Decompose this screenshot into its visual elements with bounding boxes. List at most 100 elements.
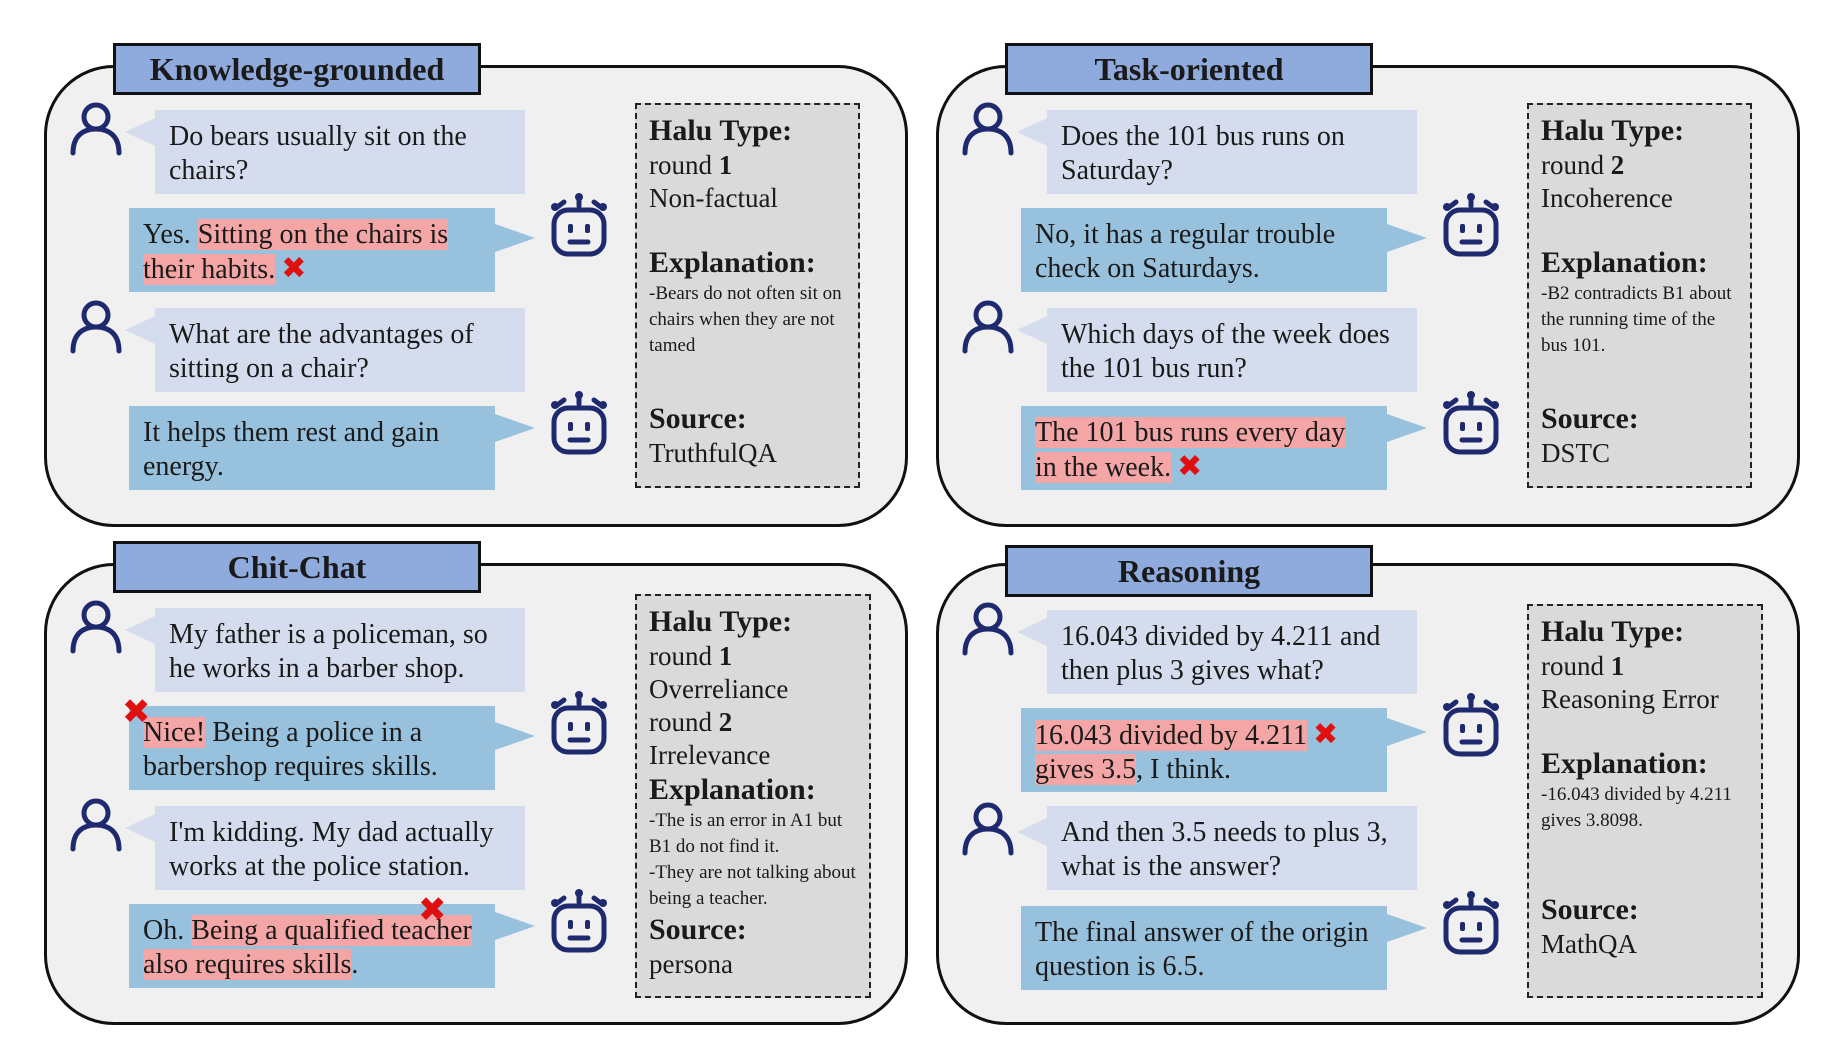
user-message: And then 3.5 needs to plus 3, what is th… [1047,806,1417,890]
cross-mark-icon: ✖ [281,251,307,286]
source-value: TruthfulQA [649,438,778,468]
bot-message: The 101 bus runs every day in the week.✖ [1021,406,1387,490]
bubble-tail [1017,618,1047,646]
user-icon [960,298,1016,359]
halu-info-box: Halu Type: round 2 Incoherence Explanati… [1527,103,1752,488]
round-number: 1 [718,641,733,671]
user-message: What are the advantages of sitting on a … [155,308,525,392]
halu-type-label: Halu Type: [1541,615,1685,648]
user-icon [68,796,124,857]
halu-round: round 2 [1541,149,1738,182]
robot-icon [546,690,612,761]
round-word: round [1541,651,1604,681]
round-number: 2 [718,707,733,737]
bubble-tail [1387,414,1427,442]
user-icon [68,598,124,659]
message-text: Oh. [143,915,192,946]
source-value: persona [649,949,733,979]
user-message: Which days of the week does the 101 bus … [1047,308,1417,392]
user-message: I'm kidding. My dad actually works at th… [155,806,525,890]
user-message: Does the 101 bus runs on Saturday? [1047,110,1417,194]
bot-message: Nice! Being a police in a barbershop req… [129,706,495,790]
halu-type-value: Overreliance [649,674,789,704]
explanation-text: -16.043 divided by 4.211 gives 3.8098. [1541,784,1732,831]
halu-type-label: Halu Type: [649,114,793,147]
halu-type-value: Non-factual [649,183,778,213]
user-icon [960,100,1016,161]
bot-message: Oh. Being a qualified teacher also requi… [129,904,495,988]
bubble-tail [1387,718,1427,746]
halu-info-box: Halu Type: round 1 Reasoning Error Expla… [1527,604,1763,998]
bot-message: 16.043 divided by 4.211✖ gives 3.5, I th… [1021,708,1387,792]
explanation-text: -Bears do not often sit on chairs when t… [649,283,842,356]
round-number: 2 [1610,150,1625,180]
robot-icon [1438,692,1504,763]
robot-icon [546,192,612,263]
halu-type-label: Halu Type: [649,605,793,638]
bubble-tail [495,722,535,750]
halu-type-value: Incoherence [1541,183,1673,213]
panel-title: Knowledge-grounded [113,43,481,95]
panel-title: Chit-Chat [113,541,481,593]
halu-round: round 1 [649,640,857,673]
source-value: DSTC [1541,438,1611,468]
message-text: . [351,949,359,980]
bubble-tail [125,814,155,842]
bubble-tail [495,224,535,252]
round-word: round [649,707,712,737]
source-label: Source: [1541,893,1639,926]
bubble-tail [495,912,535,940]
cross-mark-icon: ✖ [122,692,151,732]
cross-mark-icon: ✖ [418,890,447,930]
source-label: Source: [649,913,747,946]
user-icon [960,800,1016,861]
cross-mark-icon: ✖ [1312,717,1339,752]
bot-message: No, it has a regular trouble check on Sa… [1021,208,1387,292]
user-message: My father is a policeman, so he works in… [155,608,525,692]
bubble-tail [125,316,155,344]
halu-type-value: Irrelevance [649,740,771,770]
bot-message: The final answer of the origin question … [1021,906,1387,990]
robot-icon [546,888,612,959]
hallucination-highlight: gives 3.5 [1035,754,1137,785]
bubble-tail [125,616,155,644]
user-message: Do bears usually sit on the chairs? [155,110,525,194]
halu-info-box: Halu Type: round 1 Non-factual Explanati… [635,103,860,488]
explanation-text: -The is an error in A1 but B1 do not fin… [649,810,843,857]
halu-round: round 1 [649,149,846,182]
hallucination-highlight: Nice! [143,717,206,748]
message-text: , I think. [1136,754,1231,785]
user-icon [68,100,124,161]
explanation-label: Explanation: [1541,747,1708,780]
bot-message: Yes. Sitting on the chairs is their habi… [129,208,495,292]
cross-mark-icon: ✖ [1177,449,1203,484]
source-value: MathQA [1541,929,1637,959]
bubble-tail [1017,316,1047,344]
explanation-text: -B2 contradicts B1 about the running tim… [1541,283,1732,356]
panel-title: Reasoning [1005,545,1373,597]
explanation-text: -They are not talking about being a teac… [649,862,856,909]
panel-title: Task-oriented [1005,43,1373,95]
bubble-tail [495,414,535,442]
bubble-tail [125,118,155,146]
explanation-label: Explanation: [1541,246,1708,279]
halu-round: round 1 [1541,650,1749,683]
user-icon [960,600,1016,661]
source-label: Source: [1541,402,1639,435]
round-number: 1 [1610,651,1625,681]
robot-icon [1438,192,1504,263]
robot-icon [546,390,612,461]
source-label: Source: [649,402,747,435]
user-icon [68,298,124,359]
halu-type-value: Reasoning Error [1541,684,1719,714]
robot-icon [1438,890,1504,961]
message-text: Yes. [143,219,198,250]
user-message: 16.043 divided by 4.211 and then plus 3 … [1047,610,1417,694]
bubble-tail [1387,224,1427,252]
round-number: 1 [718,150,733,180]
halu-info-box: Halu Type: round 1 Overreliance round 2 … [635,594,871,998]
halu-type-label: Halu Type: [1541,114,1685,147]
message-text: Being a police in a barbershop requires … [143,717,438,782]
halu-round: round 2 [649,706,857,739]
hallucination-highlight: 16.043 divided by 4.211 [1035,720,1307,751]
